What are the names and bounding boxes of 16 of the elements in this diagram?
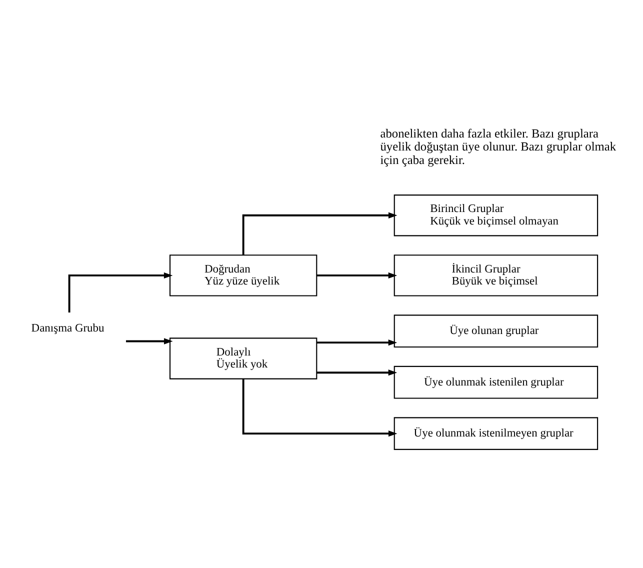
node-box: Üye olunmak istenilen gruplar	[394, 365, 598, 398]
arrow	[242, 378, 398, 436]
arrow	[316, 369, 398, 376]
node-box: İkincil Gruplar Büyük ve biçimsel	[394, 254, 598, 296]
label: abonelikten daha fazla etkiler. Bazı gruplara üyelik doğuştan üye olunur. Bazı gruplar olmak için çaba gerekir.	[380, 126, 616, 166]
node-box: Üye olunmak istenilmeyen gruplar	[394, 416, 598, 450]
arrow	[68, 272, 173, 312]
node-box: Dolaylı Üyelik yok	[169, 337, 318, 379]
node-box: Doğrudan Yüz yüze üyelik	[169, 254, 318, 296]
node-box: Birincil Gruplar Küçük ve biçimsel olmayan	[394, 194, 598, 236]
arrow	[126, 338, 173, 344]
node-box: Üye olunan gruplar	[394, 314, 598, 348]
node-text: Danışma Grubu	[31, 322, 104, 334]
arrow	[316, 339, 398, 346]
arrow	[316, 272, 398, 278]
arrow	[242, 212, 398, 255]
